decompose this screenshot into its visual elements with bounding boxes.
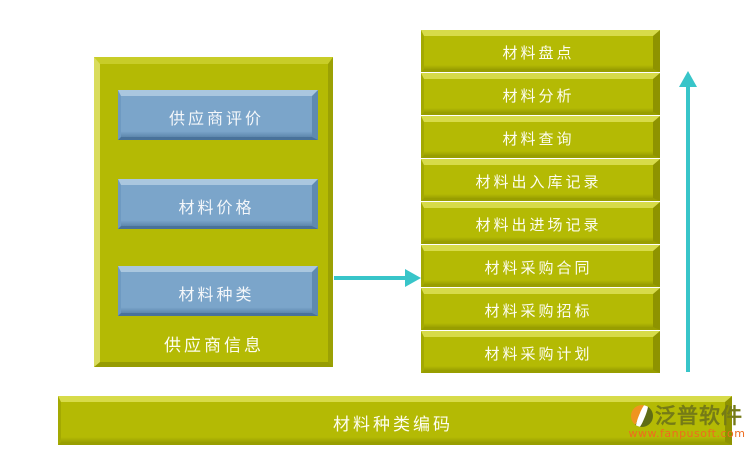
fanpu-logo: 泛普软件 www.fanpusoft.com: [628, 405, 746, 440]
fanpu-logo-url: www.fanpusoft.com: [628, 427, 746, 441]
fanpu-logo-text: 泛普软件: [655, 404, 743, 428]
supplier-info-group-title: 供应商信息: [164, 336, 264, 356]
material-stack-bar-purchase-plan: 材料采购计划: [421, 331, 660, 373]
supplier-info-group: 供应商评价 材料价格 材料种类 供应商信息: [94, 57, 333, 367]
bar-label: 材料出进场记录: [475, 216, 602, 234]
material-type-code-bar: 材料种类编码: [58, 396, 732, 445]
material-stack-bar-analysis: 材料分析: [421, 73, 660, 115]
bar-label: 材料查询: [502, 130, 575, 148]
supplier-evaluation-label: 供应商评价: [168, 108, 264, 128]
bar-label: 材料出入库记录: [475, 173, 602, 191]
material-stack-bar-site-records: 材料出进场记录: [421, 202, 660, 244]
material-type-code-label: 材料种类编码: [333, 414, 453, 435]
material-type-label: 材料种类: [178, 284, 255, 304]
fanpu-logo-icon: [631, 405, 653, 428]
bar-label: 材料分析: [502, 87, 575, 105]
bar-label: 材料盘点: [502, 44, 575, 62]
material-price-box: 材料价格: [118, 179, 318, 229]
flow-arrow-horizontal: [334, 276, 408, 280]
flow-arrow-vertical: [686, 85, 690, 372]
material-stack-bar-warehouse-records: 材料出入库记录: [421, 159, 660, 201]
material-stack-bar-query: 材料查询: [421, 116, 660, 158]
material-stack-bar-purchase-bidding: 材料采购招标: [421, 288, 660, 330]
material-stack-bar-inventory: 材料盘点: [421, 30, 660, 72]
supplier-evaluation-box: 供应商评价: [118, 90, 318, 140]
material-stack-bar-purchase-contract: 材料采购合同: [421, 245, 660, 287]
bar-label: 材料采购合同: [484, 259, 593, 277]
flow-arrow-horizontal-head-icon: [405, 269, 421, 287]
bar-label: 材料采购招标: [484, 302, 593, 320]
material-type-box: 材料种类: [118, 266, 318, 316]
flow-arrow-vertical-head-icon: [679, 71, 697, 87]
material-price-label: 材料价格: [178, 197, 255, 217]
bar-label: 材料采购计划: [484, 345, 593, 363]
